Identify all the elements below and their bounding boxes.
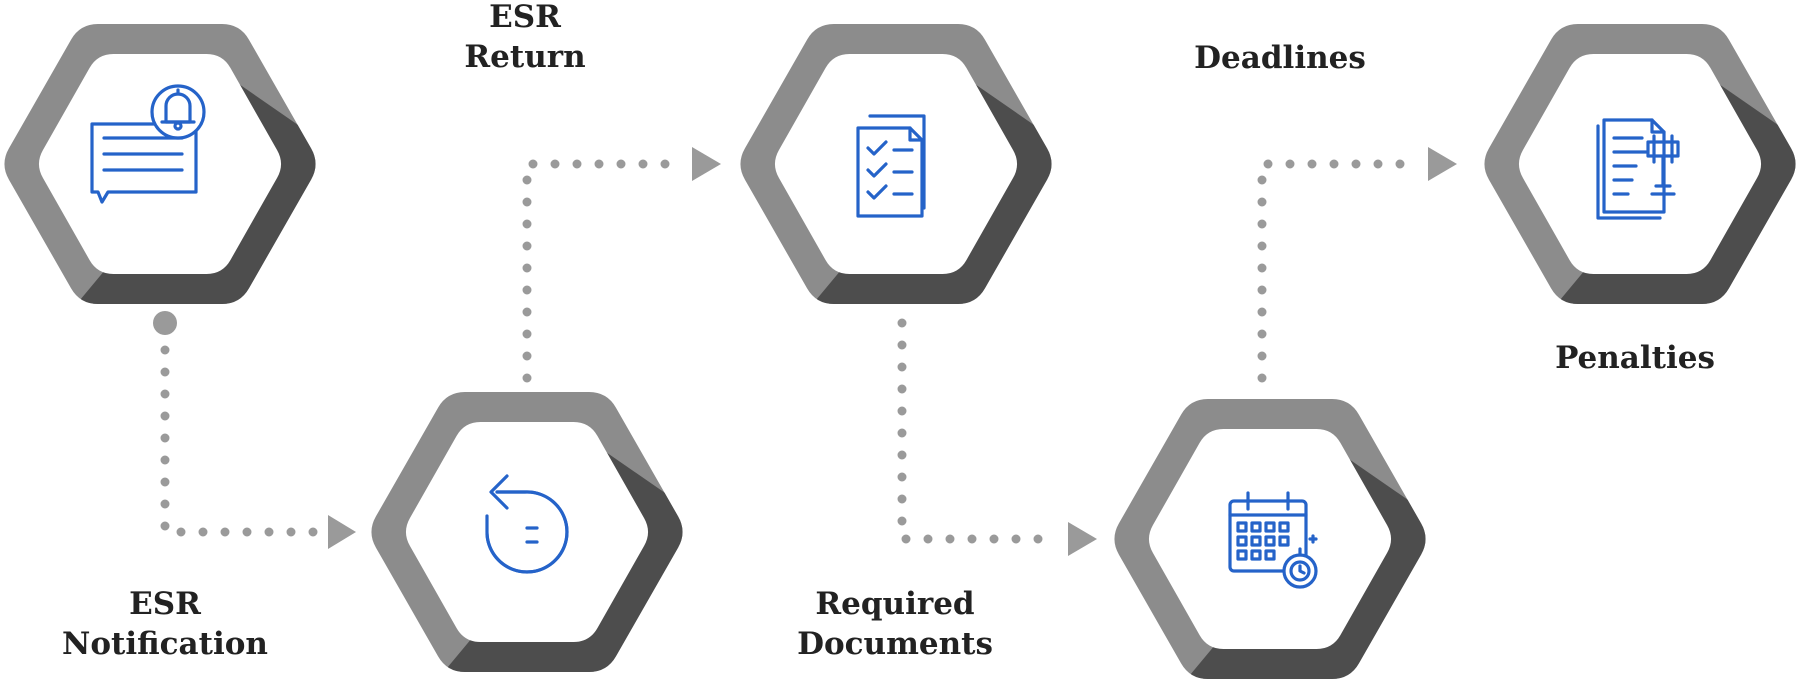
arrow-head-4	[1428, 147, 1457, 181]
hexagon-inner	[1518, 54, 1762, 274]
label-esr-return: ESR Return	[464, 0, 586, 75]
checklist-document-icon	[856, 114, 926, 218]
label-esr-notification: ESR Notification	[62, 586, 268, 662]
hexagon-inner	[1148, 429, 1392, 649]
arrow-head-2	[692, 147, 721, 181]
step-nodes	[4, 24, 1796, 679]
step-node-5	[1484, 24, 1796, 304]
connector-3-4	[897, 318, 1055, 544]
step-node-2	[371, 392, 683, 672]
label-deadlines: Deadlines	[1194, 40, 1366, 76]
step-node-3	[740, 24, 1052, 304]
hexagon-inner	[405, 422, 649, 642]
hexagon-inner	[774, 54, 1018, 274]
hexagon-inner	[38, 54, 282, 274]
connector-1-2	[160, 345, 327, 537]
connector-4-5	[1257, 159, 1415, 383]
arrow-head-1	[328, 515, 356, 549]
connector-2-3	[522, 159, 678, 383]
return-arrow-icon	[485, 474, 569, 574]
start-dot	[153, 311, 177, 335]
step-node-1	[4, 24, 316, 304]
calendar-clock-icon	[1228, 491, 1318, 589]
legal-document-gavel-icon	[1596, 118, 1680, 220]
step-node-4	[1114, 399, 1426, 679]
connectors	[153, 147, 1457, 556]
label-penalties: Penalties	[1555, 340, 1715, 376]
arrow-head-3	[1068, 522, 1097, 556]
notification-bell-icon	[90, 84, 206, 204]
label-required-documents: Required Documents	[797, 586, 993, 662]
